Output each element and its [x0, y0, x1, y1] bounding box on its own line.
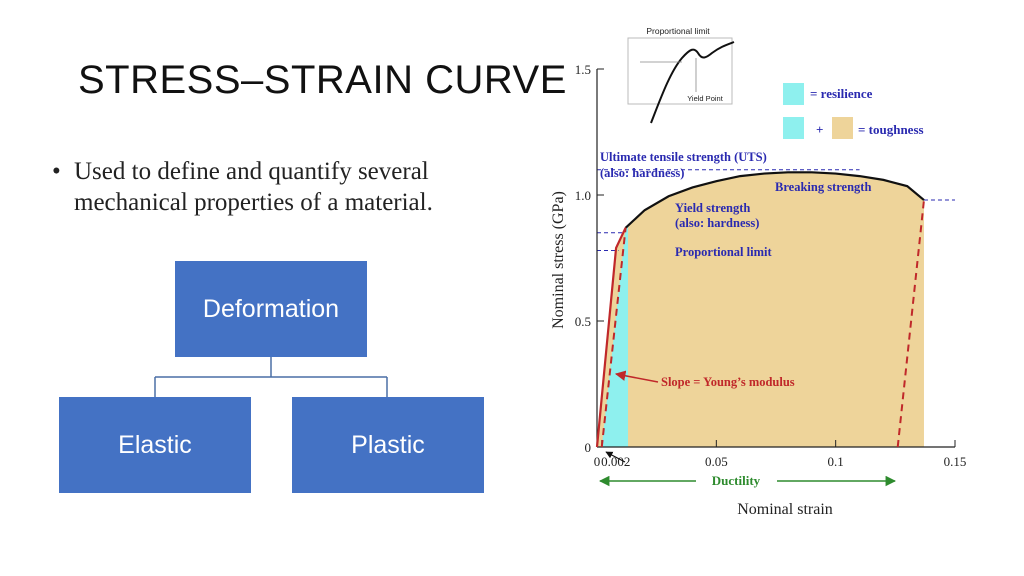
curve-plastic-segment — [624, 171, 925, 229]
annotation-breaking-strength: Breaking strength — [775, 180, 871, 194]
legend-toughness-label: = toughness — [858, 122, 924, 137]
y-tick-label: 0.5 — [575, 314, 591, 329]
toughness-region — [597, 172, 924, 447]
legend-toughness-swatch-a — [783, 117, 804, 139]
annotation-yield-line-2: (also: hardness) — [675, 216, 759, 230]
elastic-offset-line — [600, 227, 627, 448]
x-tick-label: 0 — [594, 454, 601, 469]
slide-title: STRESS–STRAIN CURVE — [78, 58, 567, 102]
org-box-plastic: Plastic — [292, 397, 484, 493]
x-axis-label: Nominal strain — [737, 501, 833, 518]
annotation-slope: Slope = Young’s modulus — [661, 375, 795, 389]
legend-resilience-swatch — [783, 83, 804, 105]
inset-label-yield-point: Yield Point — [687, 94, 723, 103]
bullet-marker: • — [52, 158, 61, 185]
curve-elastic-segment — [595, 227, 627, 448]
org-box-deformation: Deformation — [175, 261, 367, 357]
inset-label-proportional-limit: Proportional limit — [646, 26, 710, 36]
x-tick-label: 0.15 — [944, 454, 967, 469]
annotation-proportional-limit: Proportional limit — [675, 245, 772, 259]
x-tick-label: 0.1 — [828, 454, 844, 469]
resilience-region — [601, 225, 629, 447]
legend-resilience-label: = resilience — [810, 86, 873, 101]
legend-plus: + — [816, 122, 823, 137]
annotation-uts-line-2: (also: hardness) — [600, 166, 684, 180]
x-tick-label: 0.002 — [601, 454, 630, 469]
inset-yield-detail: Proportional limit Yield Point — [627, 26, 735, 124]
bullet-text-line-1: Used to define and quantify several — [74, 158, 429, 185]
bullet-text-line-2: mechanical properties of a material. — [74, 189, 433, 216]
org-box-elastic: Elastic — [59, 397, 251, 493]
y-tick-label: 1.0 — [575, 188, 591, 203]
slope-arrow — [614, 370, 659, 383]
y-tick-label: 0 — [585, 440, 592, 455]
y-axis-label: Nominal stress (GPa) — [550, 191, 567, 329]
inset-curve — [650, 41, 735, 124]
y-tick-label: 1.5 — [575, 62, 591, 77]
x-tick-label: 0.05 — [705, 454, 728, 469]
annotation-yield-line-1: Yield strength — [675, 201, 750, 215]
legend-toughness-swatch-b — [832, 117, 853, 139]
fracture-unload-line — [896, 199, 925, 448]
ductility-label: Ductility — [712, 473, 761, 488]
annotation-uts-line-1: Ultimate tensile strength (UTS) — [600, 150, 767, 164]
inset-frame — [627, 37, 733, 105]
offset-arrow — [605, 451, 626, 463]
